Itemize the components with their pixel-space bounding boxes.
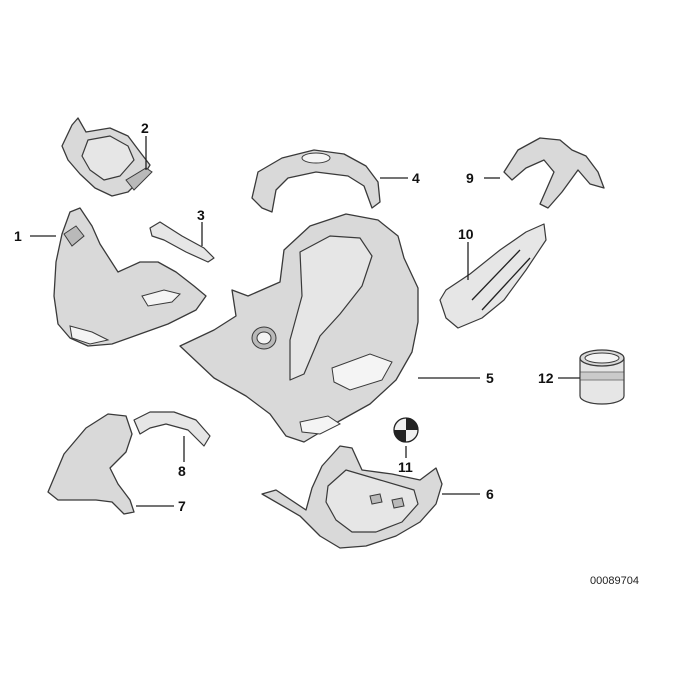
- part-12-sleeve: [579, 349, 625, 405]
- part-10-side-panel: [439, 223, 547, 329]
- callout-9: 9: [466, 170, 474, 186]
- callout-8: 8: [178, 463, 186, 479]
- part-7-mudguard: [47, 413, 135, 515]
- part-4-tank-cover: [251, 149, 381, 213]
- callout-2: 2: [141, 120, 149, 136]
- callout-10: 10: [458, 226, 474, 242]
- part-3-bracket: [149, 221, 215, 263]
- part-11-badge: [393, 417, 419, 443]
- part-6-belly-pan: [261, 445, 443, 549]
- callout-5: 5: [486, 370, 494, 386]
- part-5-main-fairing: [179, 213, 419, 443]
- part-9-bracket: [503, 137, 605, 209]
- callout-1: 1: [14, 228, 22, 244]
- part-8-fender-insert: [133, 411, 211, 447]
- callout-7: 7: [178, 498, 186, 514]
- part-1-front-fairing: [53, 207, 207, 347]
- callout-12: 12: [538, 370, 554, 386]
- callout-6: 6: [486, 486, 494, 502]
- callout-4: 4: [412, 170, 420, 186]
- leader-lines: [30, 136, 580, 507]
- part-2-cowl-cover: [61, 117, 153, 197]
- callout-11: 11: [398, 459, 413, 475]
- document-number: 00089704: [590, 575, 639, 587]
- callout-3: 3: [197, 207, 205, 223]
